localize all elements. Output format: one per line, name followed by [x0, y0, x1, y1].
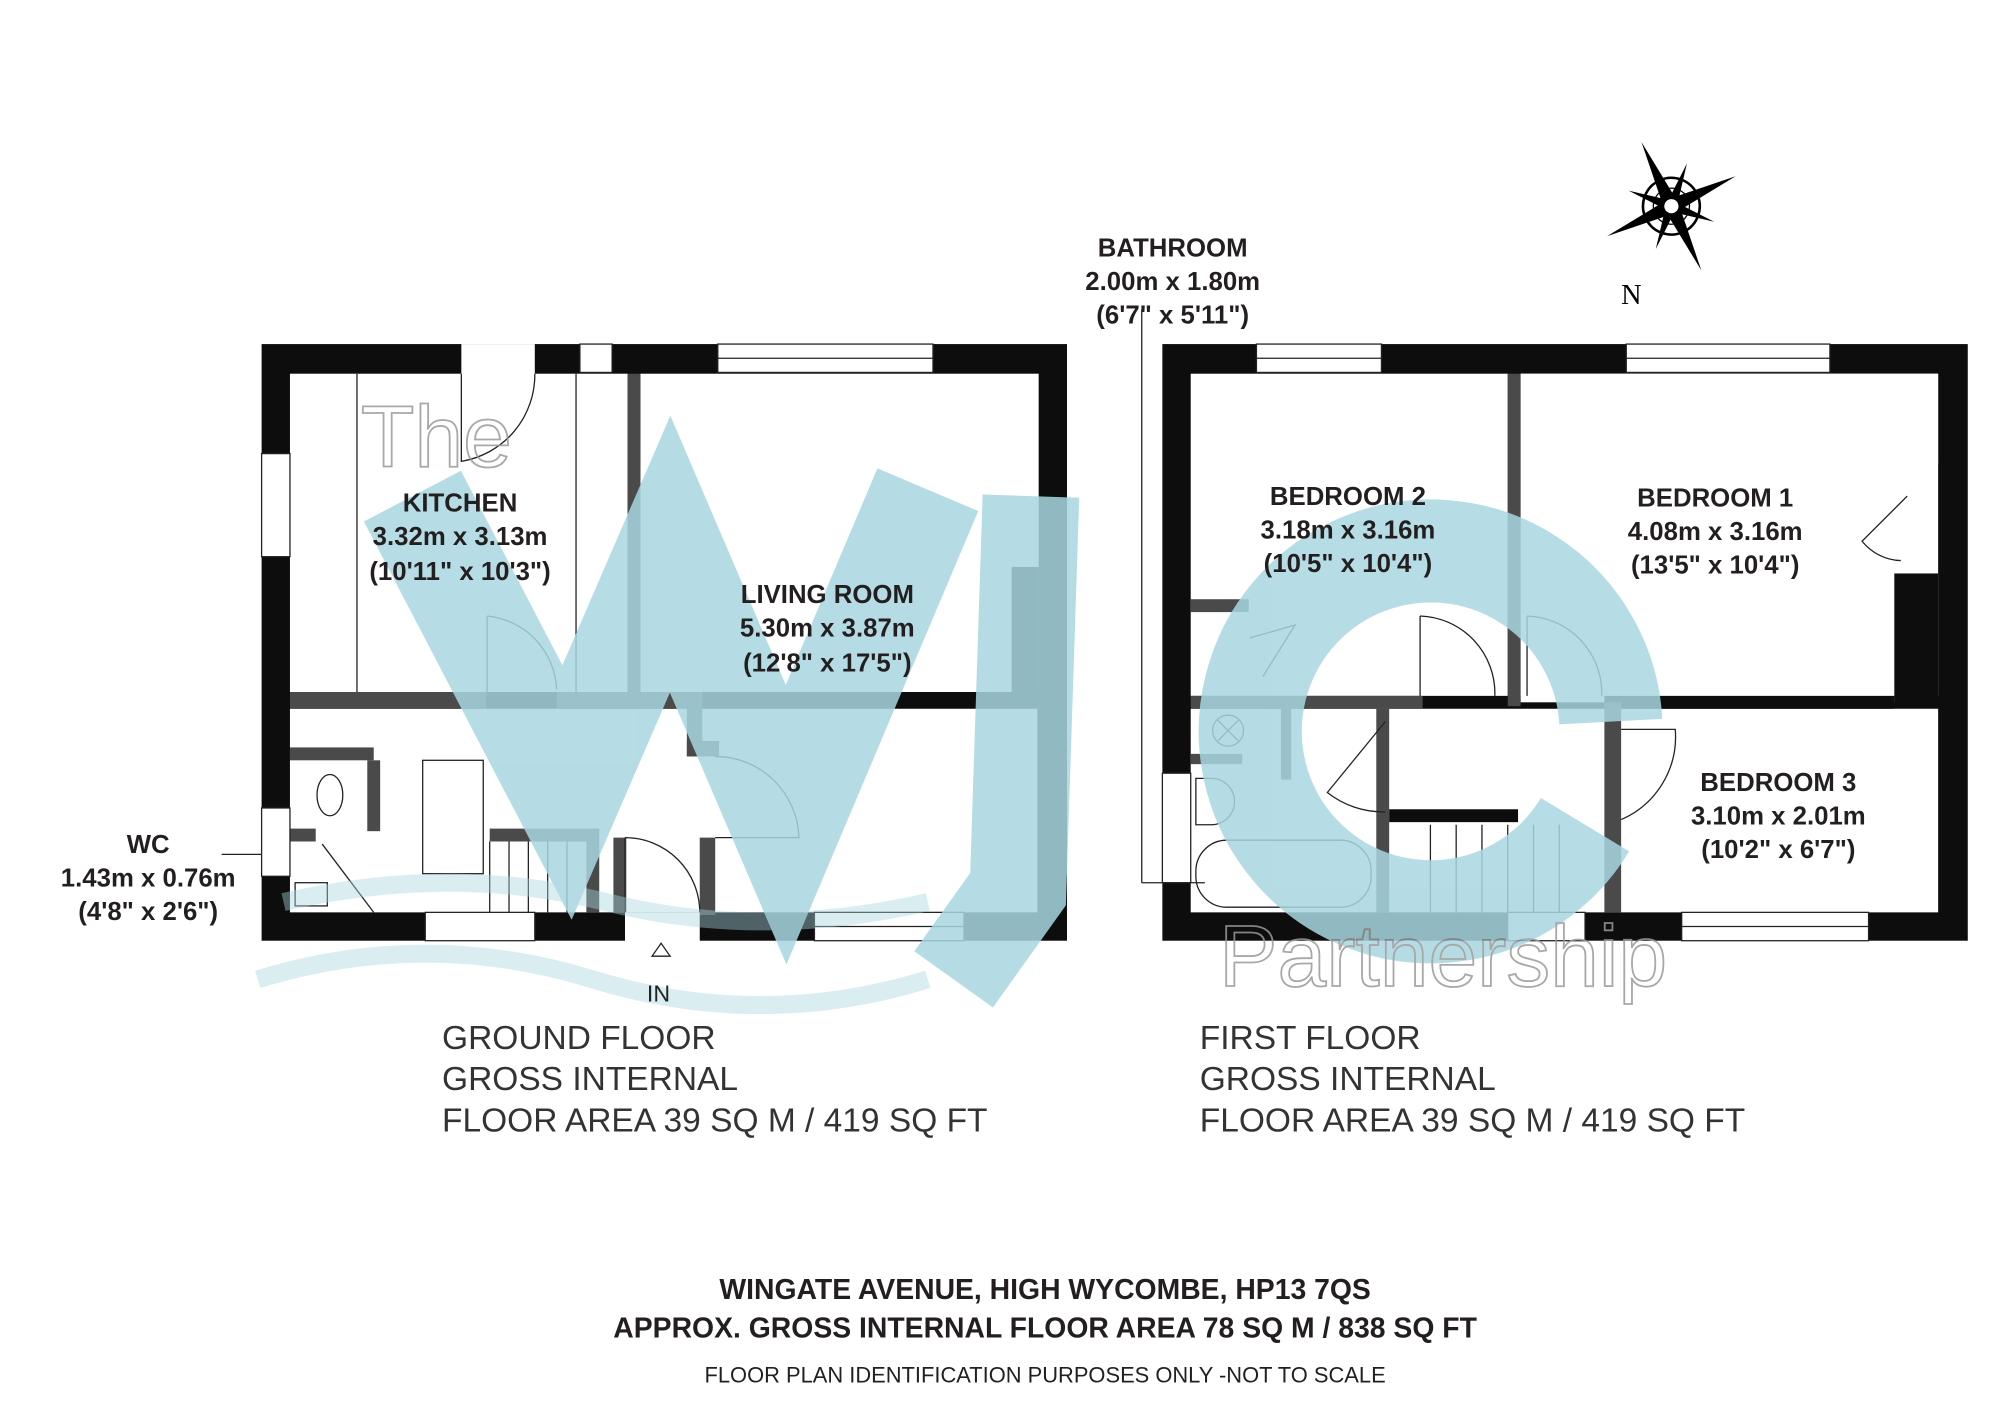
property-address: WINGATE AVENUE, HIGH WYCOMBE, HP13 7QS — [719, 1274, 1370, 1306]
room-label-living-room: LIVING ROOM 5.30m x 3.87m (12'8" x 17'5"… — [740, 581, 915, 677]
room-label-bedroom-1: BEDROOM 1 4.08m x 3.16m (13'5" x 10'4") — [1628, 484, 1803, 579]
room-dimensions-metric: 4.08m x 3.16m — [1628, 518, 1803, 546]
room-name: WC — [127, 831, 170, 859]
room-dimensions-imperial: (10'2" x 6'7") — [1701, 836, 1855, 864]
room-dimensions-metric: 2.00m x 1.80m — [1085, 268, 1260, 296]
room-label-bedroom-2: BEDROOM 2 3.18m x 3.16m (10'5" x 10'4") — [1261, 483, 1436, 578]
floor-area-label: GROSS INTERNAL — [442, 1061, 738, 1098]
room-dimensions-imperial: (12'8" x 17'5") — [743, 649, 911, 677]
room-dimensions-imperial: (4'8" x 2'6") — [78, 898, 218, 926]
room-label-bathroom: BATHROOM 2.00m x 1.80m (6'7" x 5'11") — [1085, 234, 1260, 329]
floor-area-value: FLOOR AREA 39 SQ M / 419 SQ FT — [1200, 1102, 1746, 1139]
watermark-the: The — [361, 387, 512, 485]
room-label-kitchen: KITCHEN 3.32m x 3.13m (10'11" x 10'3") — [369, 490, 550, 586]
room-name: BEDROOM 3 — [1700, 769, 1856, 797]
room-label-bedroom-3: BEDROOM 3 3.10m x 2.01m (10'2" x 6'7") — [1691, 769, 1866, 864]
room-dimensions-metric: 3.10m x 2.01m — [1691, 803, 1866, 831]
room-name: BEDROOM 1 — [1637, 484, 1793, 512]
entrance-label: IN — [647, 980, 670, 1006]
room-dimensions-imperial: (10'5" x 10'4") — [1264, 550, 1432, 578]
room-dimensions-imperial: (13'5" x 10'4") — [1631, 551, 1799, 579]
room-label-wc: WC 1.43m x 0.76m (4'8" x 2'6") — [61, 831, 236, 926]
watermark-logo: The Partnership — [255, 387, 1668, 1015]
room-name: BEDROOM 2 — [1270, 483, 1426, 511]
floor-title: GROUND FLOOR — [442, 1020, 716, 1057]
room-dimensions-metric: 1.43m x 0.76m — [61, 865, 236, 893]
room-dimensions-metric: 5.30m x 3.87m — [740, 615, 915, 643]
room-dimensions-metric: 3.18m x 3.16m — [1261, 517, 1436, 545]
compass-rose-icon — [1607, 141, 1736, 271]
disclaimer: FLOOR PLAN IDENTIFICATION PURPOSES ONLY … — [705, 1363, 1386, 1388]
room-name: KITCHEN — [403, 490, 518, 518]
floor-area-value: FLOOR AREA 39 SQ M / 419 SQ FT — [442, 1102, 988, 1139]
watermark-partnership: Partnership — [1219, 907, 1667, 1005]
room-dimensions-metric: 3.32m x 3.13m — [373, 523, 548, 551]
room-name: BATHROOM — [1098, 234, 1248, 262]
floor-area-label: GROSS INTERNAL — [1200, 1061, 1496, 1098]
room-name: LIVING ROOM — [741, 581, 914, 609]
compass-north-label: N — [1621, 280, 1641, 311]
total-floor-area: APPROX. GROSS INTERNAL FLOOR AREA 78 SQ … — [613, 1313, 1477, 1345]
first-floor-area: FIRST FLOOR GROSS INTERNAL FLOOR AREA 39… — [1200, 1020, 1746, 1139]
room-dimensions-imperial: (10'11" x 10'3") — [369, 558, 550, 586]
room-dimensions-imperial: (6'7" x 5'11") — [1096, 301, 1249, 329]
ground-floor-area: GROUND FLOOR GROSS INTERNAL FLOOR AREA 3… — [442, 1020, 988, 1139]
floor-title: FIRST FLOOR — [1200, 1020, 1421, 1057]
